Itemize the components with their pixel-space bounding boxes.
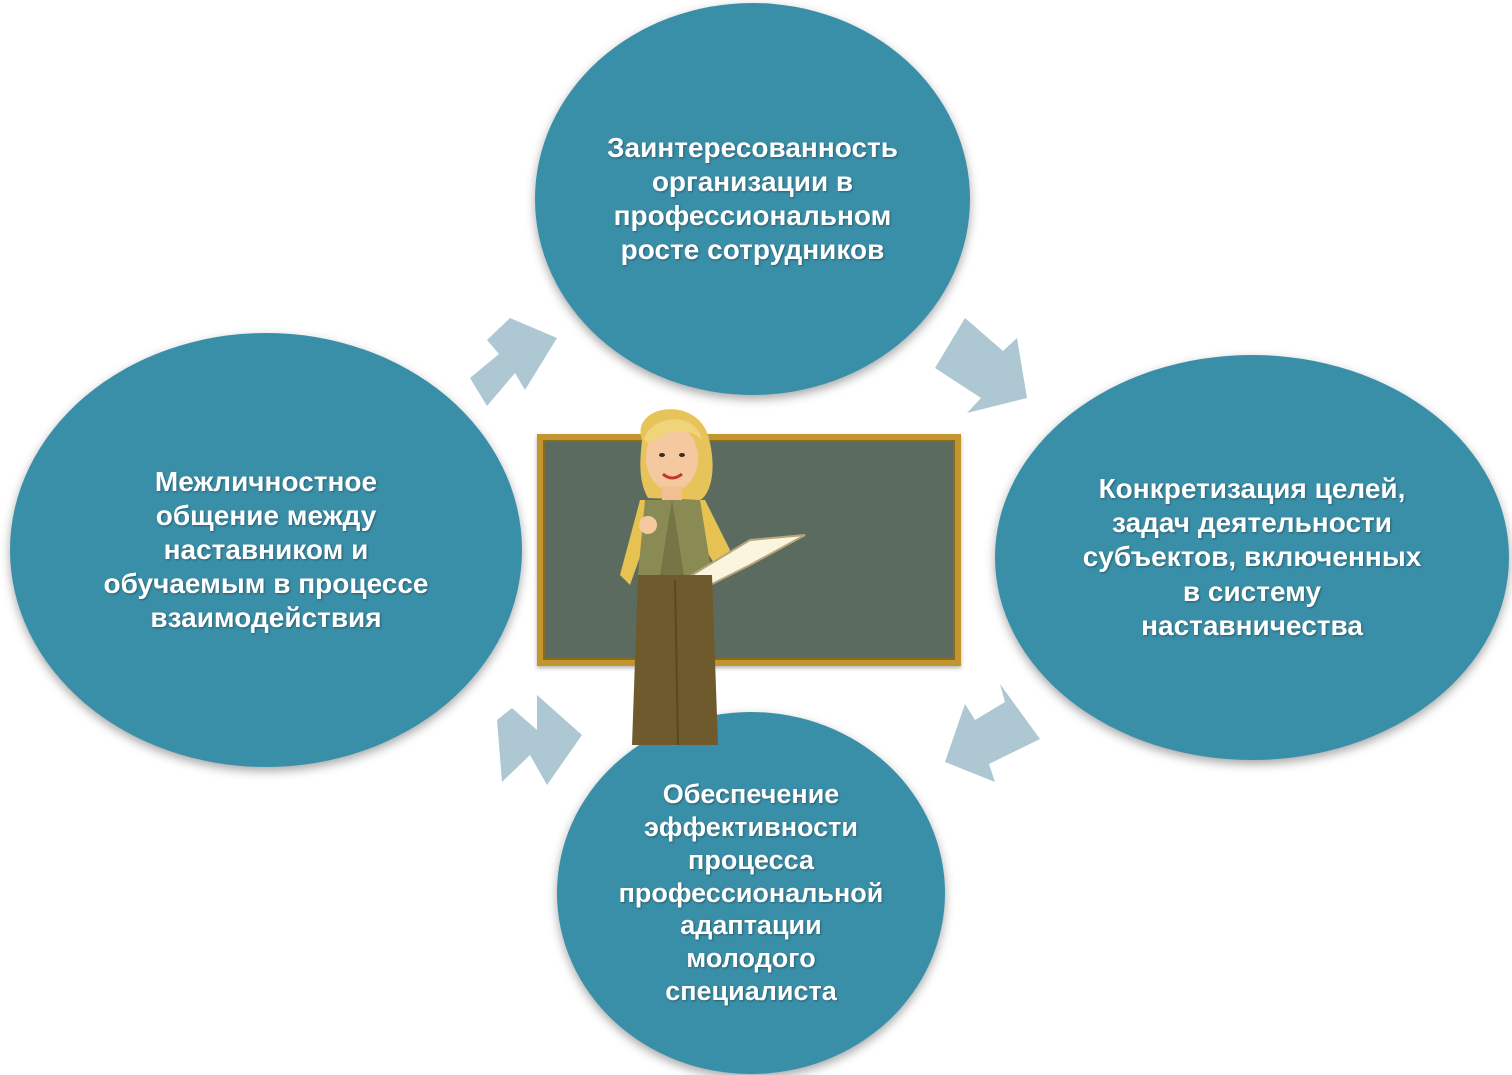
- node-right-label: Конкретизация целей, задач деятельности …: [1082, 473, 1422, 641]
- node-bottom-circle: Обеспечение эффективности процесса профе…: [557, 712, 945, 1074]
- arrow-bottom-to-left-icon: [497, 695, 582, 785]
- node-bottom-label: Обеспечение эффективности процесса профе…: [618, 778, 884, 1007]
- node-right-circle: Конкретизация целей, задач деятельности …: [995, 355, 1509, 760]
- node-left-circle: Межличностное общение между наставником …: [10, 333, 522, 767]
- arrow-top-to-right-icon: [935, 318, 1027, 413]
- node-left-label: Межличностное общение между наставником …: [103, 465, 429, 634]
- teacher-illustration: [620, 409, 806, 745]
- node-top-label: Заинтересованность организации в професс…: [607, 131, 898, 266]
- arrow-right-to-bottom-icon: [945, 684, 1040, 782]
- arrow-left-to-top-icon: [470, 318, 557, 406]
- node-top-circle: Заинтересованность организации в професс…: [535, 3, 970, 395]
